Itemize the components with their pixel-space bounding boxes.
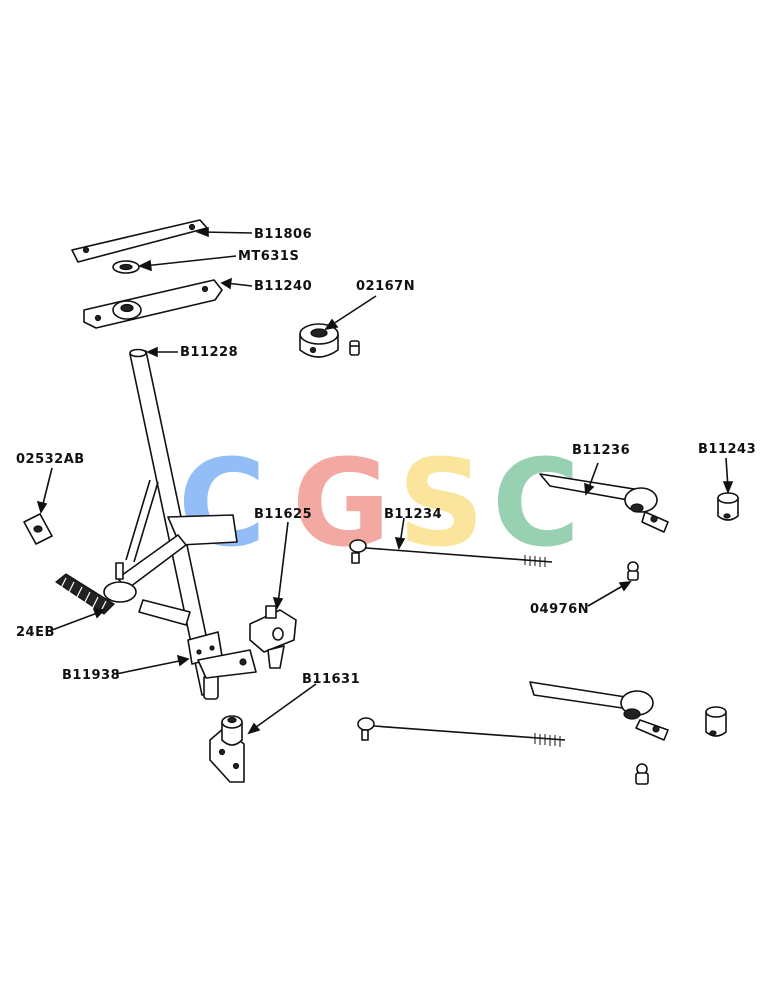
- part-b11234-rod: [349, 539, 553, 567]
- label-b11625: B11625: [254, 507, 312, 522]
- part-04976n-fitting: [627, 561, 639, 581]
- part-b11806-plate: [71, 219, 208, 263]
- watermark-letter-1: C: [178, 435, 266, 574]
- label-b11631: B11631: [302, 672, 360, 687]
- part-mt631s-washer: [112, 260, 140, 274]
- label-02532ab: 02532AB: [16, 452, 85, 467]
- label-02167n: 02167N: [356, 279, 415, 294]
- label-b11938: B11938: [62, 668, 120, 683]
- watermark-letter-2: G: [292, 435, 391, 574]
- label-b11228: B11228: [180, 345, 238, 360]
- part-24eb-spring: [54, 573, 115, 615]
- label-b11806: B11806: [254, 227, 312, 242]
- part-b11625-clamp: [249, 605, 297, 669]
- label-mt631s: MT631S: [238, 249, 299, 264]
- label-b11236: B11236: [572, 443, 630, 458]
- part-shaft-arm-assembly: [103, 479, 238, 626]
- part-b11240-bracket: [83, 279, 223, 329]
- part-labels: B11806 MT631S B11240 02167N B11228 02532…: [16, 227, 756, 687]
- leader-lines: [36, 226, 734, 735]
- part-lower-lever: [529, 681, 669, 741]
- part-02532ab-bracket: [23, 513, 53, 545]
- part-b11243-bushing: [717, 492, 739, 521]
- label-04976n: 04976N: [530, 602, 589, 617]
- label-24eb: 24EB: [16, 625, 55, 640]
- part-lower-fitting: [635, 763, 649, 785]
- part-lower-link-rod: [357, 717, 566, 747]
- label-b11240: B11240: [254, 279, 312, 294]
- watermark: C G S C: [178, 435, 580, 574]
- part-b11938-block: [187, 631, 257, 679]
- part-b11631-bracket: [209, 715, 245, 783]
- label-b11243: B11243: [698, 442, 756, 457]
- watermark-letter-4: C: [492, 435, 580, 574]
- label-b11234: B11234: [384, 507, 442, 522]
- part-lower-bushing: [705, 706, 727, 737]
